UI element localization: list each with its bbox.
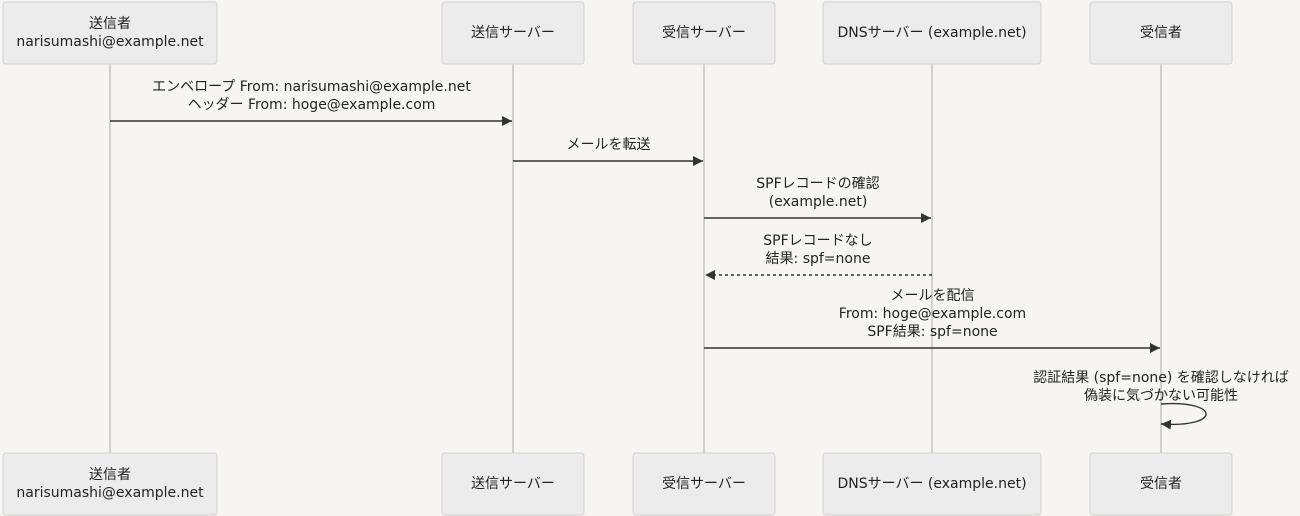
participant-label-top-receiver: 受信者 xyxy=(1140,25,1182,41)
participant-label-bottom-sender: narisumashi@example.net xyxy=(16,485,204,501)
participant-label-bottom-recv-server: 受信サーバー xyxy=(662,476,746,492)
participant-label-bottom-dns-server: DNSサーバー (example.net) xyxy=(837,476,1026,492)
participant-box-bottom-send-server xyxy=(441,452,585,516)
participant-box-top-receiver xyxy=(1089,1,1233,65)
participant-label-top-dns-server: DNSサーバー (example.net) xyxy=(837,25,1026,41)
participant-label-bottom-sender: 送信者 xyxy=(89,467,131,483)
message-label: From: hoge@example.com xyxy=(839,306,1026,322)
message-label: SPF結果: spf=none xyxy=(867,324,997,340)
participant-box-top-dns-server xyxy=(822,1,1042,65)
participant-label-bottom-receiver: 受信者 xyxy=(1140,476,1182,492)
participant-label-top-recv-server: 受信サーバー xyxy=(662,25,746,41)
participant-label-bottom-send-server: 送信サーバー xyxy=(471,476,555,492)
message-label: 偽装に気づかない可能性 xyxy=(1084,388,1238,404)
message-label: メールを配信 xyxy=(891,288,975,304)
message-label: SPFレコードの確認 xyxy=(756,176,879,192)
message-label: (example.net) xyxy=(769,194,868,210)
message-label: 結果: spf=none xyxy=(766,251,871,267)
message-label: SPFレコードなし xyxy=(763,233,872,249)
message-label: メールを転送 xyxy=(567,137,651,153)
message-label: エンベロープ From: narisumashi@example.net xyxy=(152,79,471,95)
participant-box-bottom-dns-server xyxy=(822,452,1042,516)
participant-label-top-sender: narisumashi@example.net xyxy=(16,34,204,50)
participant-label-top-sender: 送信者 xyxy=(89,16,131,32)
participant-box-top-sender xyxy=(2,1,218,65)
participant-box-bottom-recv-server xyxy=(632,452,776,516)
message-label: ヘッダー From: hoge@example.com xyxy=(188,97,436,113)
participant-box-top-recv-server xyxy=(632,1,776,65)
message-label: 認証結果 (spf=none) を確認しなければ xyxy=(1033,370,1289,386)
self-message-arrow xyxy=(1160,402,1207,430)
participant-box-bottom-receiver xyxy=(1089,452,1233,516)
participant-label-top-send-server: 送信サーバー xyxy=(471,25,555,41)
participant-box-bottom-sender xyxy=(2,452,218,516)
participant-box-top-send-server xyxy=(441,1,585,65)
